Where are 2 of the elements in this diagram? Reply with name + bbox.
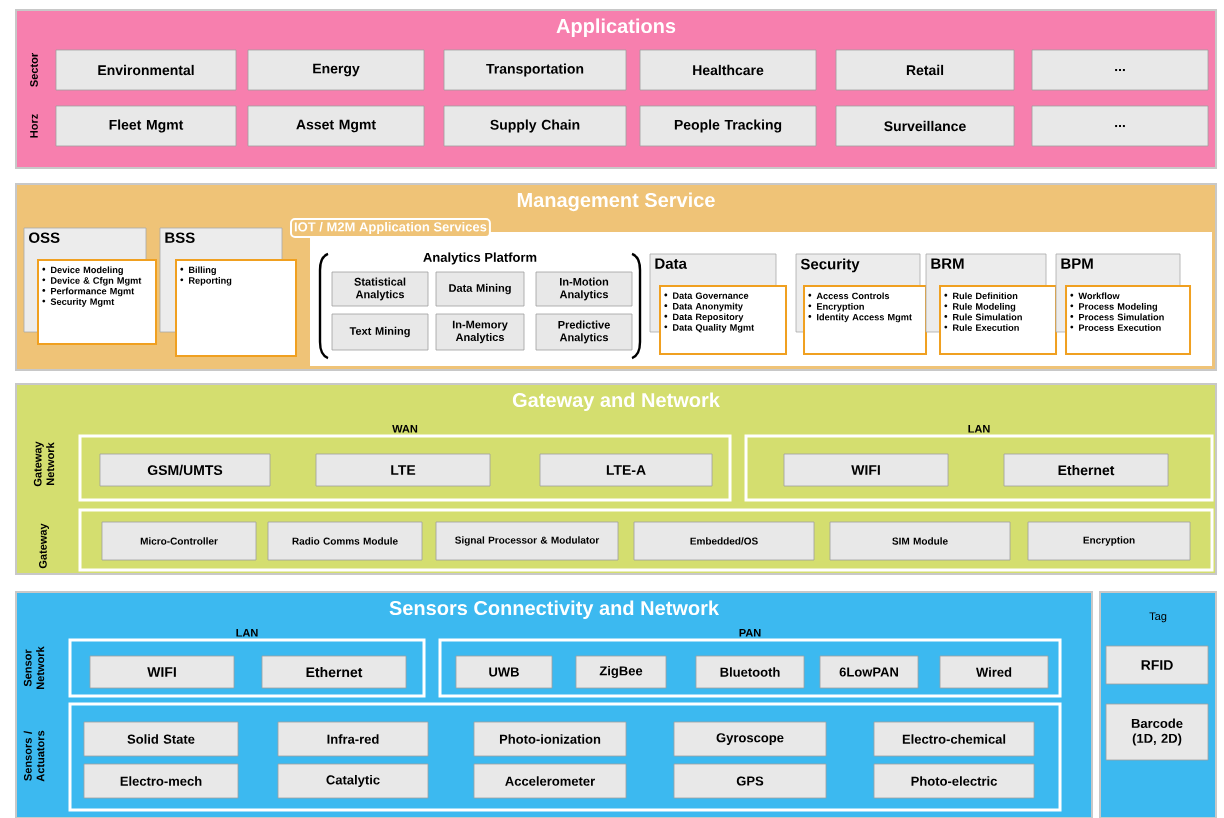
group-frame xyxy=(78,508,1214,572)
group-frame xyxy=(68,702,1062,812)
